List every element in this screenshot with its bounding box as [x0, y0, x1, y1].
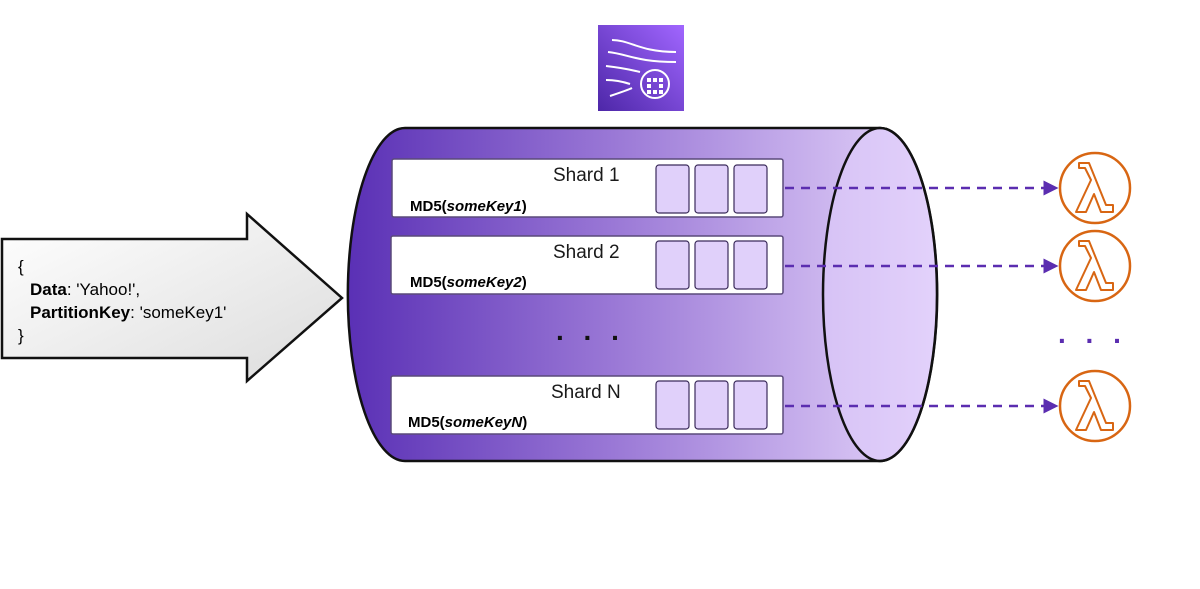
shard-label: Shard N: [551, 382, 621, 403]
shard-label: Shard 2: [553, 242, 620, 263]
hash-fn: MD5(: [410, 198, 447, 215]
hash-key: someKey2: [447, 274, 523, 291]
record-slot: [733, 240, 768, 290]
shard-row: Shard N MD5(someKeyN): [390, 375, 784, 435]
shard-hash: MD5(someKey2): [410, 274, 527, 291]
consumer-ellipsis: . . .: [1058, 318, 1127, 349]
record-slot: [655, 240, 690, 290]
record-slot: [733, 164, 768, 214]
record-slot: [733, 380, 768, 430]
payload-close-brace: }: [18, 326, 24, 345]
shard-hash: MD5(someKeyN): [408, 414, 527, 431]
payload-data-line: Data: 'Yahoo!',: [30, 280, 140, 299]
payload-partition-key: PartitionKey: [30, 303, 131, 322]
kinesis-data-streams-icon: [598, 25, 684, 111]
hash-key: someKey1: [447, 198, 522, 215]
shard-hash: MD5(someKey1): [410, 198, 527, 215]
hash-fn: MD5(: [408, 414, 445, 431]
record-slot: [694, 240, 729, 290]
hash-close: ): [522, 198, 527, 215]
record-slot: [655, 164, 690, 214]
payload-partition-value: : 'someKey1': [130, 303, 226, 322]
hash-close: ): [522, 414, 527, 431]
record-slot: [655, 380, 690, 430]
shard-row: Shard 1 MD5(someKey1): [391, 158, 784, 218]
hash-close: ): [522, 274, 527, 291]
record-slot: [694, 380, 729, 430]
shard-row: Shard 2 MD5(someKey2): [390, 235, 784, 295]
lambda-icon: [1058, 151, 1132, 225]
hash-key: someKeyN: [445, 414, 524, 431]
shard-label: Shard 1: [553, 165, 620, 186]
hash-fn: MD5(: [410, 274, 447, 291]
payload-data-key: Data: [30, 280, 67, 299]
cylinder-end-cap: [821, 126, 939, 463]
lambda-icon: [1058, 229, 1132, 303]
payload-open-brace: {: [18, 257, 24, 276]
record-slot: [694, 164, 729, 214]
record-payload: { Data: 'Yahoo!', PartitionKey: 'someKey…: [18, 257, 226, 345]
stream-ellipsis: . . .: [556, 315, 625, 346]
payload-partition-line: PartitionKey: 'someKey1': [30, 303, 226, 322]
input-record-arrow: [0, 211, 344, 384]
payload-data-value: : 'Yahoo!',: [67, 280, 140, 299]
lambda-icon: [1058, 369, 1132, 443]
